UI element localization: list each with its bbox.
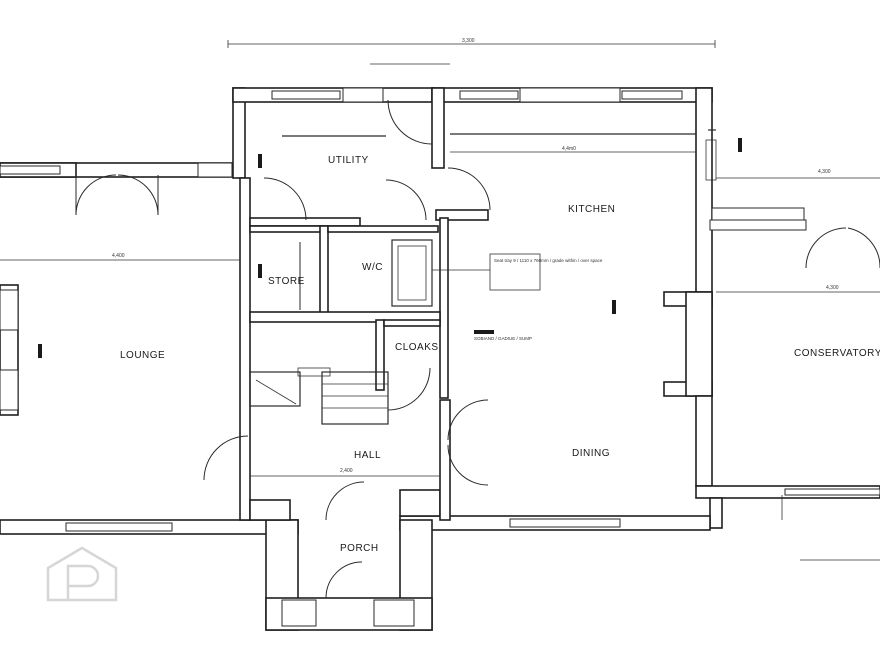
staircase bbox=[249, 367, 389, 425]
doors bbox=[75, 99, 880, 599]
room-label-kitchen: KITCHEN bbox=[568, 204, 615, 215]
room-label-conservatory: CONSERVATORY bbox=[794, 348, 880, 359]
windows bbox=[0, 87, 880, 627]
radiators bbox=[38, 138, 742, 358]
room-label-wc: W/C bbox=[362, 262, 383, 273]
room-label-lounge: LOUNGE bbox=[120, 350, 165, 361]
room-label-utility: UTILITY bbox=[328, 155, 369, 166]
room-labels: UTILITY KITCHEN STORE W/C CLOAKS LOUNGE … bbox=[120, 155, 880, 554]
room-label-dining: DINING bbox=[572, 448, 610, 459]
wc-note: Seat tray 9 / 1110 x 760mm / grade withi… bbox=[494, 258, 603, 263]
overall-dimension: 3,300 bbox=[227, 38, 716, 65]
wc-fixtures bbox=[391, 239, 541, 307]
kitchen-counters bbox=[282, 129, 717, 181]
conservatory-mid-label: 4,300 bbox=[826, 285, 839, 291]
internal-walls bbox=[239, 87, 489, 521]
lounge-width-label: 4,400 bbox=[112, 253, 125, 259]
room-label-cloaks: CLOAKS bbox=[395, 342, 439, 353]
room-label-store: STORE bbox=[268, 276, 305, 287]
interior-dimensions: 4,400 4,4m0 4,300 4,300 2,400 bbox=[0, 146, 880, 561]
house-logo-icon bbox=[46, 546, 118, 602]
kitchen-width-label: 4,4m0 bbox=[562, 146, 576, 152]
overall-width-label: 3,300 bbox=[462, 38, 475, 44]
hall-width-label: 2,400 bbox=[340, 468, 353, 474]
conservatory-top-label: 4,300 bbox=[818, 169, 831, 175]
room-label-hall: HALL bbox=[354, 450, 381, 461]
kitchen-appliance-note: SOBIAND / GADIUE / SUMP bbox=[474, 336, 532, 341]
room-label-porch: PORCH bbox=[340, 543, 379, 554]
